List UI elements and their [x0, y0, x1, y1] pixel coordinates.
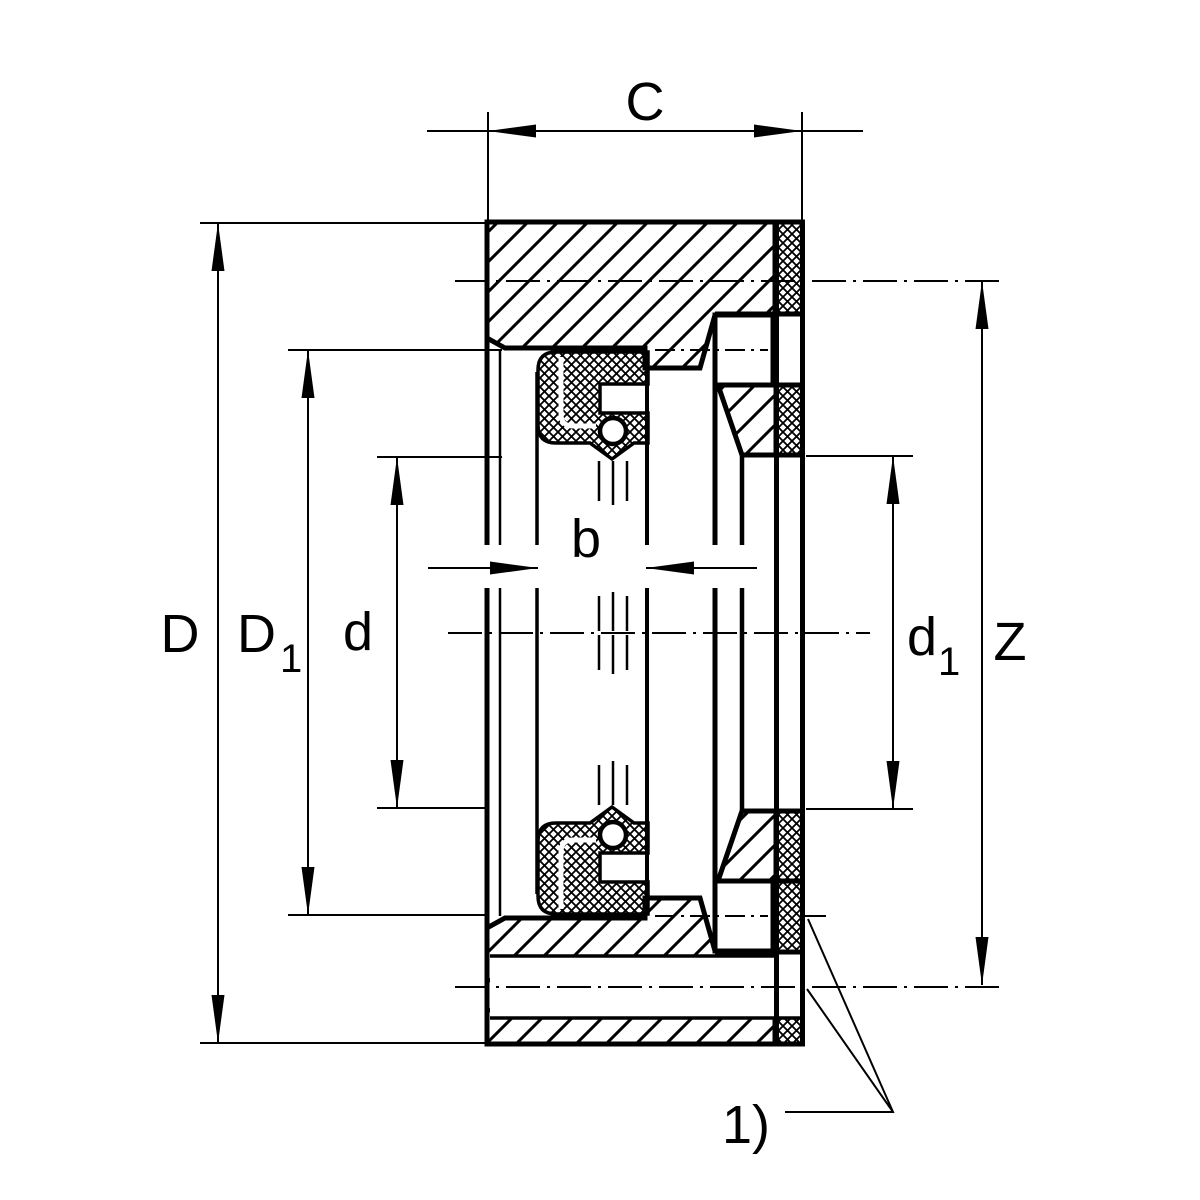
- label-D: D: [161, 604, 200, 664]
- seal-lip-lines: [597, 461, 629, 805]
- dim-d1: d 1: [806, 455, 960, 810]
- lubrication-hole-band: [490, 954, 801, 1020]
- label-Z: Z: [994, 612, 1027, 672]
- inner-ring-flange-bottom: [714, 808, 779, 884]
- dim-D1: D 1: [237, 349, 502, 916]
- seal-top: [536, 350, 650, 462]
- garter-spring: [597, 415, 629, 447]
- centerlines: [448, 280, 1004, 988]
- face-and-bore-edges: [484, 222, 745, 1044]
- dim-Z: Z: [975, 281, 1027, 985]
- inner-ring-flange-top: [714, 382, 779, 458]
- label-d1: d: [907, 607, 937, 667]
- seal-case-line: [558, 357, 596, 429]
- label-D1: D: [237, 604, 276, 664]
- dim-b: b: [428, 509, 757, 575]
- label-b: b: [571, 509, 601, 569]
- label-d1-sub: 1: [938, 640, 960, 684]
- seal-bottom: [538, 807, 648, 914]
- label-d: d: [343, 602, 373, 662]
- dim-C: C: [427, 72, 863, 222]
- dim-D: D: [161, 222, 490, 1044]
- label-C: C: [626, 72, 665, 132]
- label-D1-sub: 1: [280, 637, 302, 681]
- footnote-label: 1): [722, 1095, 770, 1155]
- dim-d: d: [343, 456, 502, 809]
- footnote-leader: 1): [722, 918, 895, 1155]
